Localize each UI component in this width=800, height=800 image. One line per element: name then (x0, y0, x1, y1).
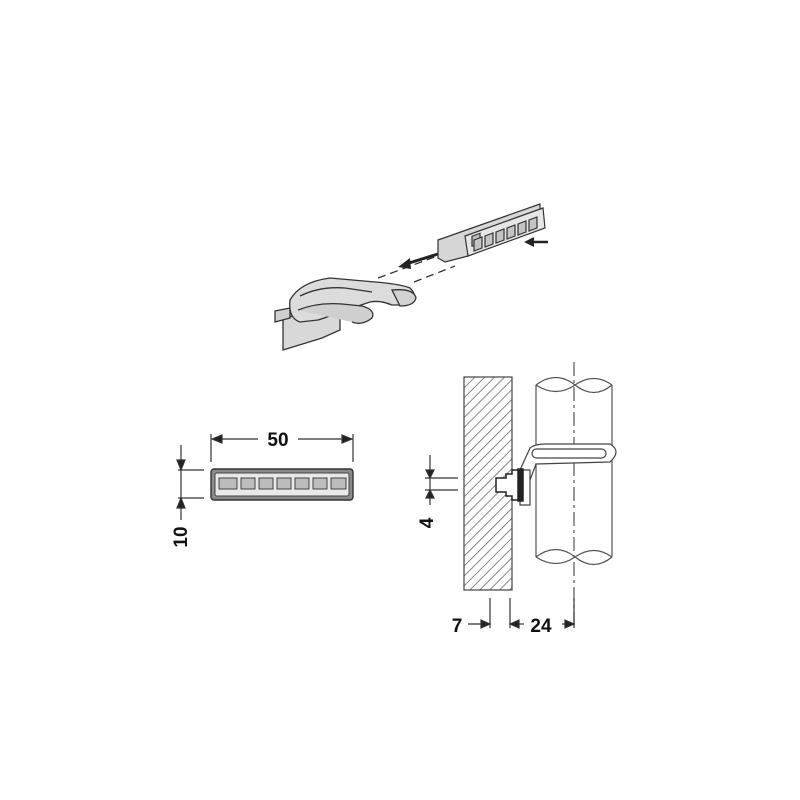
tube-clip (274, 277, 417, 351)
dimension-length (210, 434, 354, 462)
dimension-height (176, 445, 204, 520)
isometric-view (274, 203, 548, 351)
dimension-tube-offset-label: 24 (530, 616, 552, 637)
slotted-insert-strip (437, 203, 546, 263)
dimension-slot-height (425, 455, 458, 505)
insert-slots (473, 216, 538, 252)
push-arrow-icon (524, 237, 548, 247)
dimension-length-label: 50 (267, 430, 288, 451)
dimension-offsets (468, 598, 576, 629)
insert-profile (495, 468, 524, 502)
tube (535, 362, 613, 628)
section-view: 4 7 24 (417, 362, 617, 637)
clip-band (519, 443, 617, 506)
insert-strip-front (210, 468, 354, 501)
front-slots (218, 477, 347, 490)
dimension-height-label: 10 (171, 526, 192, 547)
dimension-wall-offset-label: 7 (452, 616, 463, 637)
assembly-arrow-icon (398, 252, 439, 269)
front-view: 50 10 (171, 430, 354, 548)
dimension-slot-height-label: 4 (417, 517, 438, 528)
